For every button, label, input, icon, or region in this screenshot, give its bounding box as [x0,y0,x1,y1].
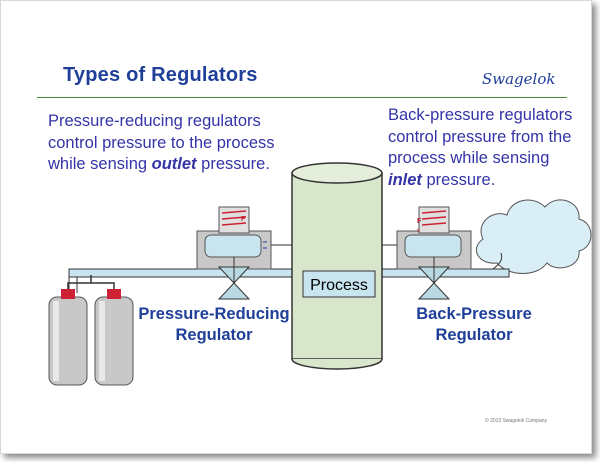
pressure-reducing-regulator-icon: F [196,206,301,300]
back-pressure-regulator-icon: F s [382,206,472,300]
cloud-vent-icon [476,199,592,274]
copyright-footer: © 2013 Swagelok Company [485,418,548,424]
process-label: Process [310,277,368,294]
pressure-reducing-regulator-label: Pressure-Reducing Regulator [138,305,290,344]
back-pressure-regulator-label: Back-Pressure Regulator [416,305,532,344]
title-divider [37,97,567,98]
spring-force-letter: F [241,216,246,223]
left-text-emphasis: outlet [151,155,197,173]
right-text-part1: Back-pressure regulators control pressur… [388,106,573,167]
spring-force-letter-right: F [417,218,422,225]
swagelok-logo: Swagelok [482,70,556,88]
gas-cylinder-icon [48,275,134,386]
slide-title: Types of Regulators [63,64,258,86]
left-text-part2: pressure. [196,155,270,173]
spring-sensing-letter: s [417,228,420,234]
left-text-part1: Pressure-reducing regulators control pre… [48,112,275,173]
pressure-reducing-description: Pressure-reducing regulators control pre… [48,111,278,176]
right-text-part2: pressure. [421,170,496,189]
back-pressure-description: Back-pressure regulators control pressur… [388,105,583,191]
slide: Types of Regulators Swagelok Pressure-re… [0,0,592,454]
process-vessel: Process [291,162,383,370]
right-text-emphasis: inlet [388,170,422,189]
